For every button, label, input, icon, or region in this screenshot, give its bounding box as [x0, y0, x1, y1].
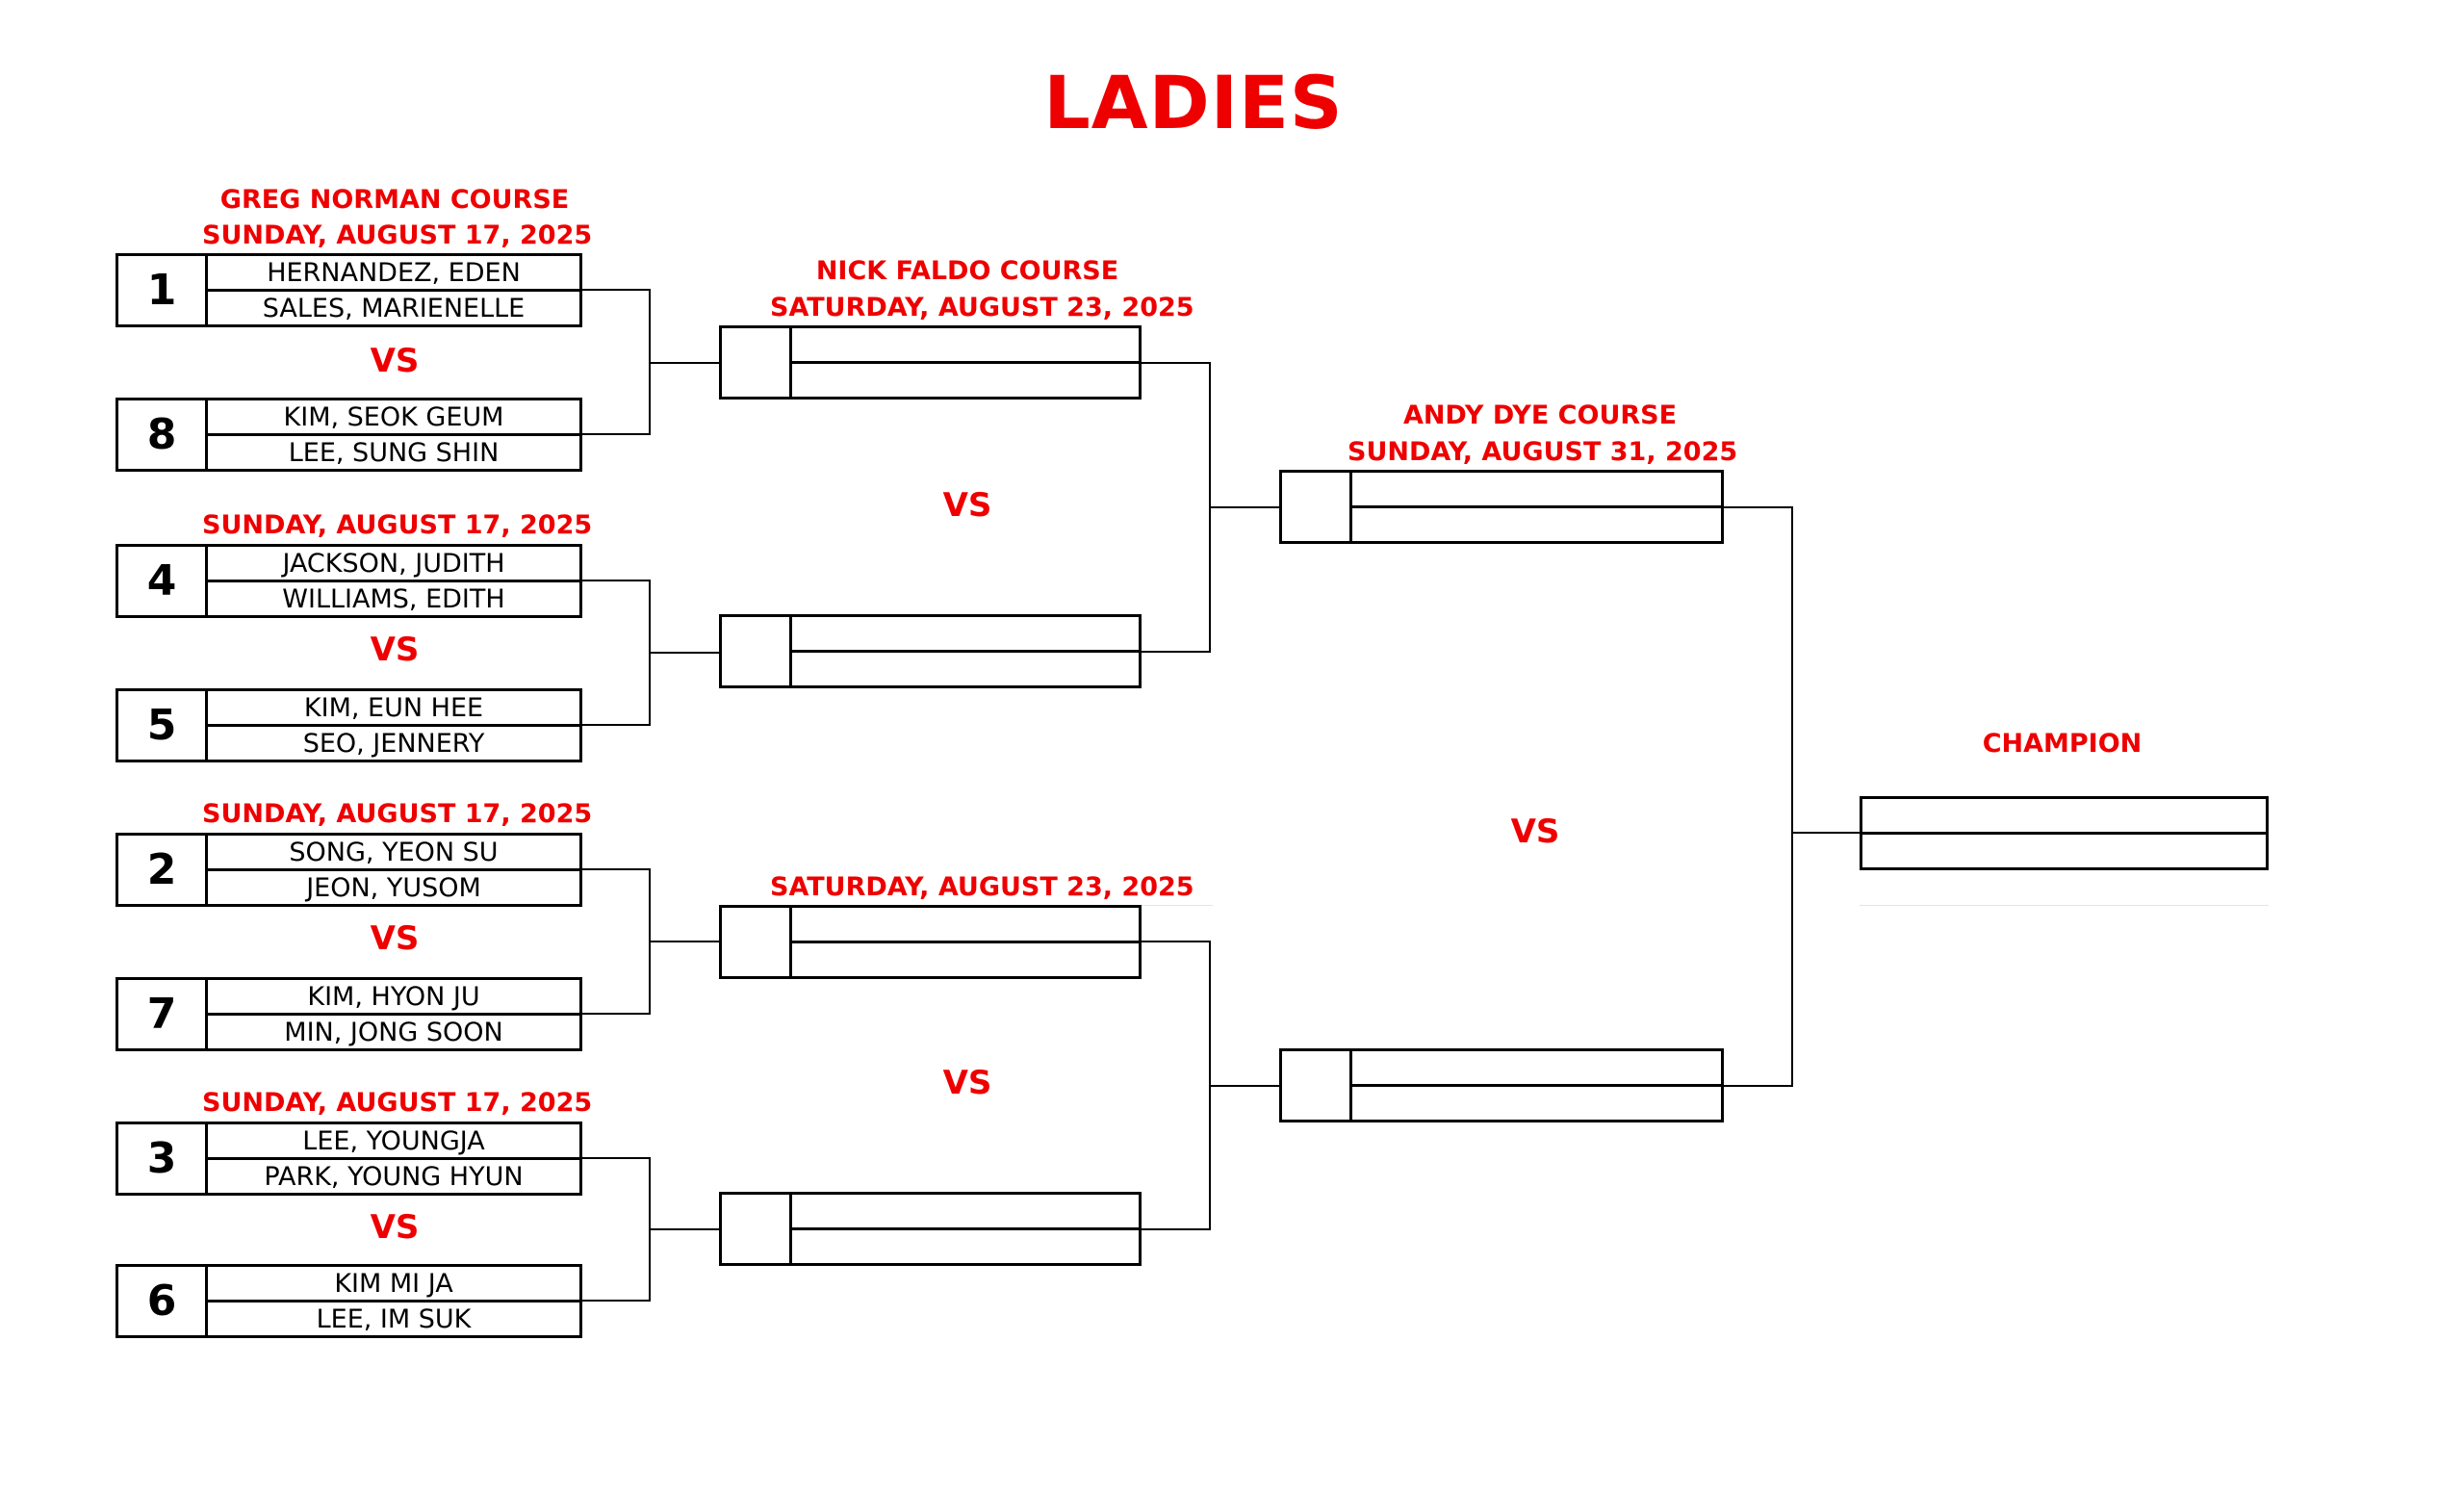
round3-seed-box[interactable]	[1279, 1048, 1352, 1122]
round2-seed-box[interactable]	[719, 614, 792, 688]
round2-date-top: SATURDAY, AUGUST 23, 2025	[770, 293, 1194, 322]
bracket-connector	[649, 1228, 721, 1230]
bracket-connector	[1140, 941, 1210, 942]
vs-label: VS	[370, 631, 420, 669]
player-name: SALES, MARIENELLE	[205, 289, 582, 327]
vs-label: VS	[370, 342, 420, 380]
match3-date: SUNDAY, AUGUST 17, 2025	[202, 799, 593, 829]
player-name: SONG, YEON SU	[205, 833, 582, 871]
round2-slot[interactable]	[789, 614, 1142, 653]
vs-label: VS	[370, 919, 420, 958]
seed-box: 4	[116, 544, 208, 618]
champion-slot[interactable]	[1860, 796, 2269, 835]
vs-label: VS	[942, 1064, 992, 1102]
round2-seed-box[interactable]	[719, 905, 792, 979]
player-name: JEON, YUSOM	[205, 868, 582, 907]
bracket-connector	[580, 289, 651, 291]
round2-date-bottom: SATURDAY, AUGUST 23, 2025	[770, 872, 1194, 902]
seed-box: 1	[116, 253, 208, 327]
page-title: LADIES	[1043, 60, 1344, 145]
round2-slot[interactable]	[789, 1192, 1142, 1230]
player-name: PARK, YOUNG HYUN	[205, 1157, 582, 1196]
champion-slot[interactable]	[1860, 832, 2269, 870]
player-name: WILLIAMS, EDITH	[205, 580, 582, 618]
seed-box: 6	[116, 1264, 208, 1338]
round3-slot[interactable]	[1349, 1084, 1724, 1122]
bracket-connector	[1140, 651, 1210, 653]
bracket-connector	[1140, 362, 1210, 364]
player-name: LEE, YOUNGJA	[205, 1122, 582, 1160]
bracket-connector	[580, 1157, 651, 1159]
player-name: HERNANDEZ, EDEN	[205, 253, 582, 292]
player-name: SEO, JENNERY	[205, 724, 582, 762]
bracket-connector	[580, 1300, 651, 1302]
bracket-connector	[1209, 1085, 1281, 1087]
round2-seed-box[interactable]	[719, 1192, 792, 1266]
bracket-connector	[1791, 832, 1861, 834]
round2-course-label: NICK FALDO COURSE	[815, 256, 1119, 286]
bracket-connector	[580, 1013, 651, 1015]
bracket-connector	[649, 941, 721, 942]
round2-slot[interactable]	[789, 905, 1142, 943]
faint-rule	[1860, 905, 2269, 906]
round2-seed-box[interactable]	[719, 325, 792, 400]
bracket-connector	[580, 433, 651, 435]
round3-slot[interactable]	[1349, 1048, 1724, 1087]
seed-box: 3	[116, 1122, 208, 1196]
seed-box: 5	[116, 688, 208, 762]
bracket-connector	[580, 724, 651, 726]
round2-slot[interactable]	[789, 650, 1142, 688]
bracket-connector	[649, 652, 721, 654]
round3-date: SUNDAY, AUGUST 31, 2025	[1348, 437, 1738, 467]
round2-slot[interactable]	[789, 361, 1142, 400]
bracket-connector	[1722, 506, 1793, 508]
player-name: KIM MI JA	[205, 1264, 582, 1303]
player-name: KIM, EUN HEE	[205, 688, 582, 727]
match4-date: SUNDAY, AUGUST 17, 2025	[202, 1088, 593, 1118]
champion-label: CHAMPION	[1982, 729, 2143, 759]
vs-label: VS	[942, 486, 992, 525]
round2-slot[interactable]	[789, 941, 1142, 979]
vs-label: VS	[1510, 812, 1560, 851]
seed-box: 7	[116, 977, 208, 1051]
player-name: KIM, SEOK GEUM	[205, 398, 582, 436]
player-name: JACKSON, JUDITH	[205, 544, 582, 582]
match1-date: SUNDAY, AUGUST 17, 2025	[202, 220, 593, 250]
bracket-connector	[649, 362, 721, 364]
round2-slot[interactable]	[789, 1227, 1142, 1266]
round3-slot[interactable]	[1349, 505, 1724, 544]
seed-box: 8	[116, 398, 208, 472]
seed-box: 2	[116, 833, 208, 907]
bracket-connector	[1791, 506, 1793, 1087]
player-name: MIN, JONG SOON	[205, 1013, 582, 1051]
round3-slot[interactable]	[1349, 470, 1724, 508]
bracket-connector	[580, 868, 651, 870]
vs-label: VS	[370, 1208, 420, 1247]
bracket-connector	[1140, 1228, 1210, 1230]
match2-date: SUNDAY, AUGUST 17, 2025	[202, 510, 593, 540]
bracket-connector	[1722, 1085, 1793, 1087]
round1-course-label: GREG NORMAN COURSE	[219, 185, 570, 215]
player-name: LEE, SUNG SHIN	[205, 433, 582, 472]
bracket-connector	[1209, 506, 1281, 508]
round3-course-label: ANDY DYE COURSE	[1402, 400, 1678, 430]
round2-slot[interactable]	[789, 325, 1142, 364]
bracket-connector	[580, 580, 651, 581]
player-name: LEE, IM SUK	[205, 1300, 582, 1338]
round3-seed-box[interactable]	[1279, 470, 1352, 544]
player-name: KIM, HYON JU	[205, 977, 582, 1016]
